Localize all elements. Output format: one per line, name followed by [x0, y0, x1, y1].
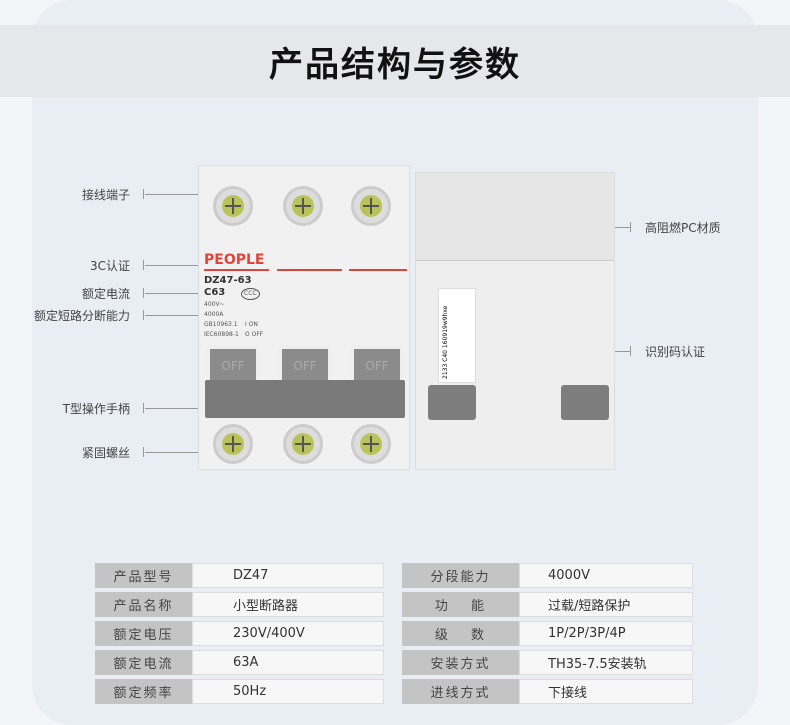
fastening-screw-icon [283, 424, 323, 464]
spec-value: 63A [192, 650, 384, 675]
leader-line [145, 408, 205, 409]
terminal-screw-icon [283, 186, 323, 226]
table-row: 产品名称小型断路器 [95, 592, 384, 617]
label-3c: 3C认证 [89, 259, 130, 273]
spec-value: 50Hz [192, 679, 384, 704]
leader-line [145, 194, 205, 195]
din-clip [428, 385, 476, 420]
terminal-screw-icon [351, 186, 391, 226]
label-tick [143, 403, 144, 413]
label-tick [630, 346, 631, 356]
page-title: 产品结构与参数 [269, 44, 521, 85]
terminal-screw-icon [213, 186, 253, 226]
spec-key: 产品名称 [95, 592, 192, 617]
spec-value: 4000V [519, 563, 693, 588]
table-row: 进线方式下接线 [402, 679, 693, 704]
spec-key: 安装方式 [402, 650, 519, 675]
label-tick [630, 222, 631, 232]
standard-text: IEC60898-1 [204, 331, 239, 338]
breaking-text: 4000A [204, 311, 224, 318]
label-handle: T型操作手柄 [62, 402, 130, 416]
table-row: 功 能过载/短路保护 [402, 592, 693, 617]
label-tick [143, 260, 144, 270]
label-code-text: 2133 C40 [442, 349, 449, 379]
brand-logo: PEOPLE [204, 252, 265, 268]
rating-text: C63 [204, 287, 226, 298]
label-screw: 紧固螺丝 [81, 446, 130, 460]
spec-key: 分段能力 [402, 563, 519, 588]
voltage-text: 400V~ [204, 301, 225, 308]
label-breaking: 额定短路分断能力 [33, 309, 130, 323]
spec-value: 小型断路器 [192, 592, 384, 617]
spec-value: 1P/2P/3P/4P [519, 621, 693, 646]
leader-line [605, 227, 630, 228]
leader-line [145, 452, 205, 453]
label-tick [143, 189, 144, 199]
top-housing [416, 173, 614, 261]
label-tick [143, 310, 144, 320]
spec-key: 功 能 [402, 592, 519, 617]
label-tick [143, 447, 144, 457]
leader-line [145, 265, 200, 266]
spec-key: 进线方式 [402, 679, 519, 704]
on-text: I ON [245, 321, 258, 328]
off-text: O OFF [245, 331, 264, 338]
standard-text: GB10963.1 [204, 321, 238, 328]
fastening-screw-icon [351, 424, 391, 464]
label-pc-material: 高阻燃PC材质 [645, 221, 721, 235]
spec-value: TH35-7.5安装轨 [519, 650, 693, 675]
model-text: DZ47-63 [204, 275, 252, 286]
label-terminal: 接线端子 [81, 188, 130, 202]
spec-key: 额定电流 [95, 650, 192, 675]
leader-line [145, 293, 200, 294]
spec-key: 级 数 [402, 621, 519, 646]
spec-key: 额定频率 [95, 679, 192, 704]
red-line [277, 269, 342, 271]
label-serial-text: 160919w9hxe [442, 305, 449, 349]
leader-line [145, 315, 200, 316]
spec-key: 额定电压 [95, 621, 192, 646]
red-line [204, 269, 269, 271]
ccc-mark-icon: CCC [241, 288, 260, 300]
spec-value: 下接线 [519, 679, 693, 704]
label-current: 额定电流 [81, 287, 130, 301]
handle-off[interactable]: OFF [207, 346, 259, 386]
label-tick [143, 288, 144, 298]
spec-key: 产品型号 [95, 563, 192, 588]
id-code-label: 2133 C40 160919w9hxe [438, 288, 476, 383]
fastening-screw-icon [213, 424, 253, 464]
handle-off[interactable]: OFF [351, 346, 403, 386]
spec-value: DZ47 [192, 563, 384, 588]
label-id-code: 识别码认证 [645, 345, 706, 359]
red-line [349, 269, 407, 271]
header-band: 产品结构与参数 [0, 25, 790, 97]
breaker-side-image: 2133 C40 160919w9hxe [415, 172, 615, 470]
t-handle-bar[interactable] [205, 380, 405, 418]
din-clip [561, 385, 609, 420]
spec-value: 过载/短路保护 [519, 592, 693, 617]
spec-value: 230V/400V [192, 621, 384, 646]
